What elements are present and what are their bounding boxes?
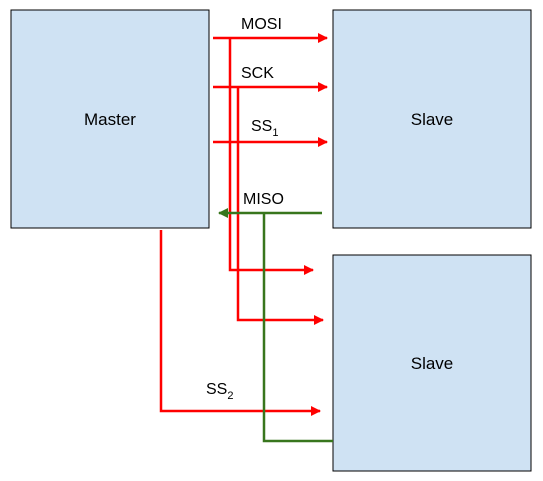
ss1-label: SS1 bbox=[251, 118, 278, 139]
ss2-line bbox=[159, 230, 321, 416]
slave-box-1: Slave bbox=[332, 9, 532, 229]
sck-label: SCK bbox=[241, 65, 274, 82]
master-label: Master bbox=[84, 110, 136, 129]
slave-2-label: Slave bbox=[411, 354, 454, 373]
master-box: Master bbox=[10, 9, 210, 229]
ss2-label: SS2 bbox=[206, 381, 233, 402]
sck-line bbox=[213, 82, 328, 325]
slave-box-1-rect bbox=[332, 9, 532, 229]
slave-1-label: Slave bbox=[411, 110, 454, 129]
master-box-rect bbox=[10, 9, 210, 229]
miso-line bbox=[218, 208, 333, 443]
slave-box-2: Slave bbox=[332, 254, 532, 472]
miso-label: MISO bbox=[243, 191, 284, 208]
mosi-line bbox=[213, 33, 328, 275]
mosi-label: MOSI bbox=[241, 16, 282, 33]
slave-box-2-rect bbox=[332, 254, 532, 472]
